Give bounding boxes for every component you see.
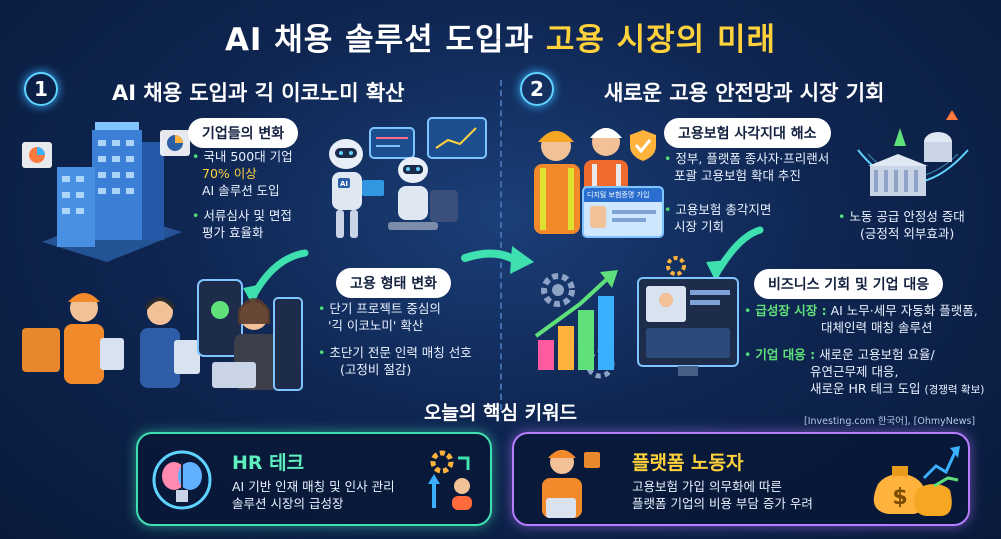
section-divider <box>500 80 502 410</box>
side-note-text: 노동 공급 안정성 증대 <box>849 209 965 224</box>
bullet-text: 포괄 고용보험 확대 추진 <box>674 168 801 183</box>
card-line <box>612 210 656 214</box>
section2-side-note: •노동 공급 안정성 증대 (긍정적 외부효과) <box>838 208 988 242</box>
source-citation: [Investing.com 한국어], [OhmyNews] <box>804 416 976 427</box>
flow-arrow-icon <box>243 249 309 306</box>
row-key: 기업 대응 : <box>755 347 816 362</box>
shield-check-icon <box>630 130 656 161</box>
money-bag-icon: $ <box>873 446 960 516</box>
section1-number: 1 <box>24 72 58 106</box>
section1-box2-label: 고용 형태 변화 <box>336 268 452 298</box>
section2-number: 2 <box>520 72 554 106</box>
card-photo <box>590 206 606 228</box>
section2-box2-row1: •급성장 시장 : AI 노무·세무 자동화 플랫폼, 대체인력 매칭 솔루션 <box>744 302 994 336</box>
section1-box1-label: 기업들의 변화 <box>188 118 299 148</box>
row-text: 새로운 고용보험 요율/ <box>819 347 935 362</box>
delivery-worker-icon <box>22 279 303 391</box>
row-text: 대체인력 매칭 솔루션 <box>821 320 933 335</box>
keyword-card-platform-worker: 플랫폼 노동자 고용보험 가입 의무화에 따른 플랫폼 기업의 비용 부담 증가… <box>512 432 970 526</box>
card2-line: 플랫폼 기업의 비용 부담 증가 우려 <box>632 496 813 511</box>
svg-text:$: $ <box>892 485 907 510</box>
keyword-card-hr-tech: HR 테크 AI 기반 인재 매칭 및 인사 관리 솔루션 시장의 급성장 <box>136 432 492 526</box>
office-building-icon <box>22 122 190 262</box>
row-text: AI 노무·세무 자동화 플랫폼, <box>830 303 978 318</box>
government-building-icon <box>857 110 969 196</box>
title-part2: 고용 시장의 미래 <box>545 22 777 58</box>
section2-box1-bullet2: •고용보험 총각지면 시장 기회 <box>664 201 814 235</box>
card2-title: 플랫폼 노동자 <box>632 452 744 474</box>
robot-icon: AI <box>329 117 487 238</box>
page-title: AI 채용 솔루션 도입과 고용 시장의 미래 <box>0 14 1001 59</box>
section1-box2-bullet1: •단기 프로젝트 중심의 '긱 이코노미' 확산 <box>318 300 498 334</box>
robot-badge: AI <box>340 180 348 188</box>
bullet-text: 단기 프로젝트 중심의 <box>329 301 441 316</box>
section2-box1-label: 고용보험 사각지대 해소 <box>664 118 831 148</box>
section1-box2-bullet2: •초단기 전문 인력 매칭 선호 (고정비 절감) <box>318 344 498 378</box>
section2-title: 새로운 고용 안전망과 시장 기회 <box>604 81 885 105</box>
gear-icon <box>428 450 472 510</box>
bullet-text: 초단기 전문 인력 매칭 선호 <box>329 345 472 360</box>
row-key: 급성장 시장 : <box>755 303 827 318</box>
section1-title: AI 채용 도입과 긱 이코노미 확산 <box>112 81 405 105</box>
bullet-text: 국내 500대 기업 <box>203 149 293 164</box>
card1-title: HR 테크 <box>232 452 305 474</box>
card1-body: AI 기반 인재 매칭 및 인사 관리 솔루션 시장의 급성장 <box>232 478 432 512</box>
growth-chart-icon <box>534 256 739 379</box>
section1-box1-bullet1: •국내 500대 기업 70% 이상 AI 솔루션 도입 <box>192 148 332 199</box>
card2-body: 고용보험 가입 의무화에 따른 플랫폼 기업의 비용 부담 증가 우려 <box>632 478 872 512</box>
brain-icon <box>152 450 212 510</box>
title-part1: AI 채용 솔루션 도입과 <box>224 22 535 58</box>
row-text: 유연근무제 대응, <box>810 364 899 379</box>
bullet-text: 고용보험 총각지면 <box>675 202 772 217</box>
bullet-text: '긱 이코노미' 확산 <box>328 318 424 333</box>
insurance-card-title: 디지털 보험증명 가입 <box>584 188 662 202</box>
bullet-text: 시장 기회 <box>674 219 724 234</box>
bullet-text: 서류심사 및 면접 <box>203 208 292 223</box>
transition-arrow-icon <box>461 246 534 274</box>
card1-line: AI 기반 인재 매칭 및 인사 관리 <box>232 479 395 494</box>
section2-box2-row2: •기업 대응 : 새로운 고용보험 요율/ 유연근무제 대응, 새로운 HR 테… <box>744 346 999 399</box>
bullet-text: (고정비 절감) <box>340 362 412 377</box>
row-note: (경쟁력 확보) <box>924 384 985 396</box>
bullet-highlight: 70% 이상 <box>202 166 257 181</box>
insurance-card: 디지털 보험증명 가입 <box>582 186 664 238</box>
bullet-text: AI 솔루션 도입 <box>202 183 280 198</box>
card-line <box>612 218 646 222</box>
bullet-text: 평가 효율화 <box>202 225 264 240</box>
section1-box1-bullet2: •서류심사 및 면접 평가 효율화 <box>192 207 332 241</box>
row-text: 새로운 HR 테크 도입 <box>810 381 921 396</box>
delivery-worker-icon <box>542 450 600 518</box>
section2-box1-bullet1: •정부, 플랫폼 종사자·프리랜서 포괄 고용보험 확대 추진 <box>664 150 844 184</box>
keywords-title: 오늘의 핵심 키워드 <box>423 402 578 424</box>
flow-arrow-icon <box>706 226 764 282</box>
card1-line: 솔루션 시장의 급성장 <box>232 496 344 511</box>
bullet-text: 정부, 플랫폼 종사자·프리랜서 <box>675 151 830 166</box>
section2-box2-label: 비즈니스 기회 및 기업 대응 <box>754 269 944 299</box>
card2-line: 고용보험 가입 의무화에 따른 <box>632 479 782 494</box>
side-note-text: (긍정적 외부효과) <box>860 226 955 241</box>
